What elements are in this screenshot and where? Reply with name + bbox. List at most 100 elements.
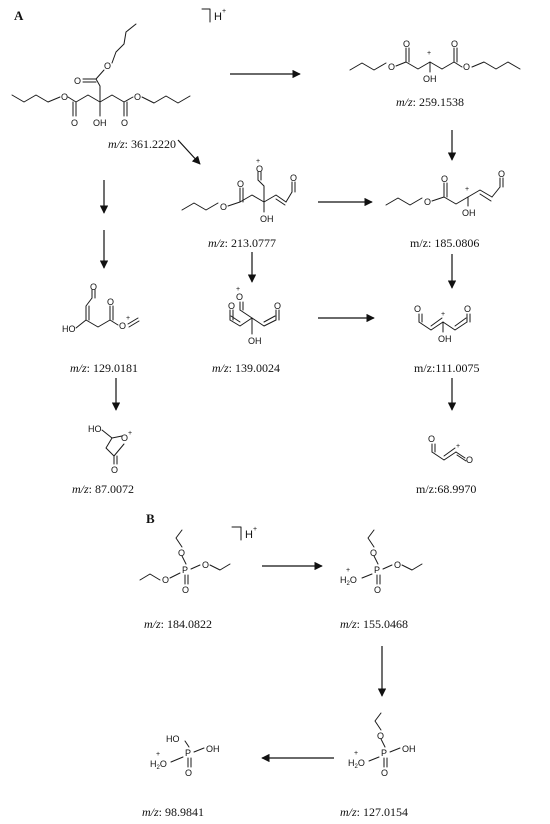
svg-text:O: O <box>403 39 410 49</box>
svg-text:O: O <box>202 560 209 570</box>
svg-text:P: P <box>374 565 380 575</box>
svg-text:O: O <box>104 61 111 71</box>
svg-text:OH: OH <box>248 336 262 346</box>
mz-label-139: m/z: 139.0024 <box>212 361 280 375</box>
svg-text:OH: OH <box>93 118 107 128</box>
svg-text:OH: OH <box>423 74 437 84</box>
mz-label-259: m/z: 259.1538 <box>396 95 464 109</box>
mz-label-127: m/z: 127.0154 <box>340 805 408 819</box>
adduct-bracket-b: H + <box>231 526 257 541</box>
structure-mz-129: HO O O O + <box>62 282 140 334</box>
svg-text:O: O <box>111 465 118 475</box>
svg-text:O: O <box>162 575 169 585</box>
svg-text:O: O <box>121 433 128 443</box>
svg-text:O: O <box>90 282 97 292</box>
svg-text:+: + <box>354 750 358 757</box>
mz-label-69: m/z:68.9970 <box>416 482 476 496</box>
panel-label-b: B <box>146 511 155 526</box>
svg-text:O: O <box>71 118 78 128</box>
svg-text:O: O <box>237 179 244 189</box>
svg-text:O: O <box>228 301 235 311</box>
structure-mz-69: O + O <box>428 434 473 465</box>
adduct-bracket-a: H + <box>201 8 226 23</box>
structure-mz-127: P O + H2O OH O <box>348 712 416 778</box>
svg-text:O: O <box>441 174 448 184</box>
mz-label-361: m/z: 361.2220 <box>108 137 176 151</box>
svg-text:OH: OH <box>462 208 476 218</box>
svg-text:O: O <box>256 164 263 174</box>
svg-text:P: P <box>182 565 188 575</box>
svg-text:O: O <box>74 76 81 86</box>
mz-label-155: m/z: 155.0468 <box>340 617 408 631</box>
svg-text:O: O <box>374 585 381 595</box>
svg-text:OH: OH <box>402 744 416 754</box>
mz-label-129: m/z: 129.0181 <box>70 361 138 375</box>
svg-text:O: O <box>274 301 281 311</box>
svg-text:O: O <box>134 92 141 102</box>
svg-text:HO: HO <box>88 424 102 434</box>
svg-text:+: + <box>346 567 350 574</box>
svg-text:O: O <box>220 202 227 212</box>
svg-text:OH: OH <box>260 214 274 224</box>
mz-label-185: m/z: 185.0806 <box>410 236 479 250</box>
structure-mz-87: HO O + O <box>88 424 132 475</box>
svg-text:O: O <box>290 173 297 183</box>
structure-mz-213: O O OH O + O <box>181 158 297 224</box>
structure-mz-155: P O + H2O O O <box>340 529 423 595</box>
svg-text:O: O <box>464 304 471 314</box>
svg-text:O: O <box>451 39 458 49</box>
svg-text:H2O: H2O <box>150 759 167 771</box>
svg-text:O: O <box>466 455 473 465</box>
arrow-361-to-213 <box>177 139 201 165</box>
panel-label-a: A <box>14 8 24 23</box>
svg-text:O: O <box>236 292 243 302</box>
svg-text:+: + <box>236 286 240 293</box>
mz-label-87: m/z: 87.0072 <box>72 482 134 496</box>
svg-text:H: H <box>245 529 253 541</box>
svg-text:H2O: H2O <box>340 575 357 587</box>
svg-text:O: O <box>61 92 68 102</box>
svg-text:+: + <box>456 443 460 450</box>
svg-text:O: O <box>377 731 384 741</box>
svg-text:+: + <box>222 8 226 15</box>
svg-text:O: O <box>185 768 192 778</box>
structure-mz-259: O O + OH O O <box>349 39 521 84</box>
svg-text:O: O <box>381 768 388 778</box>
arrows-panel-a <box>99 69 457 411</box>
svg-text:OH: OH <box>438 334 452 344</box>
svg-text:OH: OH <box>206 744 220 754</box>
svg-text:+: + <box>126 315 130 322</box>
svg-text:HO: HO <box>166 734 180 744</box>
svg-text:P: P <box>381 748 387 758</box>
svg-text:O: O <box>182 585 189 595</box>
svg-text:+: + <box>253 526 257 533</box>
svg-text:+: + <box>465 186 469 193</box>
svg-text:H2O: H2O <box>348 758 365 770</box>
svg-text:O: O <box>394 560 401 570</box>
svg-text:+: + <box>427 50 431 57</box>
structure-mz-139: + O OH O O <box>228 286 281 346</box>
structure-mz-185: O O + OH O <box>385 169 505 218</box>
svg-text:HO: HO <box>62 324 76 334</box>
svg-text:O: O <box>178 548 185 558</box>
structure-mz-99: P HO + H2O OH O <box>150 734 220 778</box>
mz-label-184: m/z: 184.0822 <box>144 617 212 631</box>
svg-text:O: O <box>121 118 128 128</box>
structure-tributyl-citrate: OH O O O O O O <box>11 23 191 128</box>
mz-label-111: m/z:111.0075 <box>414 361 479 375</box>
svg-text:+: + <box>441 311 445 318</box>
svg-text:O: O <box>463 62 470 72</box>
structure-mz-111: O + OH O <box>414 304 471 344</box>
svg-text:P: P <box>185 748 191 758</box>
svg-text:+: + <box>156 751 160 758</box>
svg-text:+: + <box>128 430 132 437</box>
mz-label-99: m/z: 98.9841 <box>142 805 204 819</box>
svg-text:O: O <box>370 548 377 558</box>
arrows-panel-b <box>261 561 387 763</box>
mz-label-213: m/z: 213.0777 <box>208 236 276 250</box>
svg-text:O: O <box>107 297 114 307</box>
svg-text:O: O <box>119 321 126 331</box>
svg-text:H: H <box>214 11 222 23</box>
svg-text:O: O <box>428 434 435 444</box>
